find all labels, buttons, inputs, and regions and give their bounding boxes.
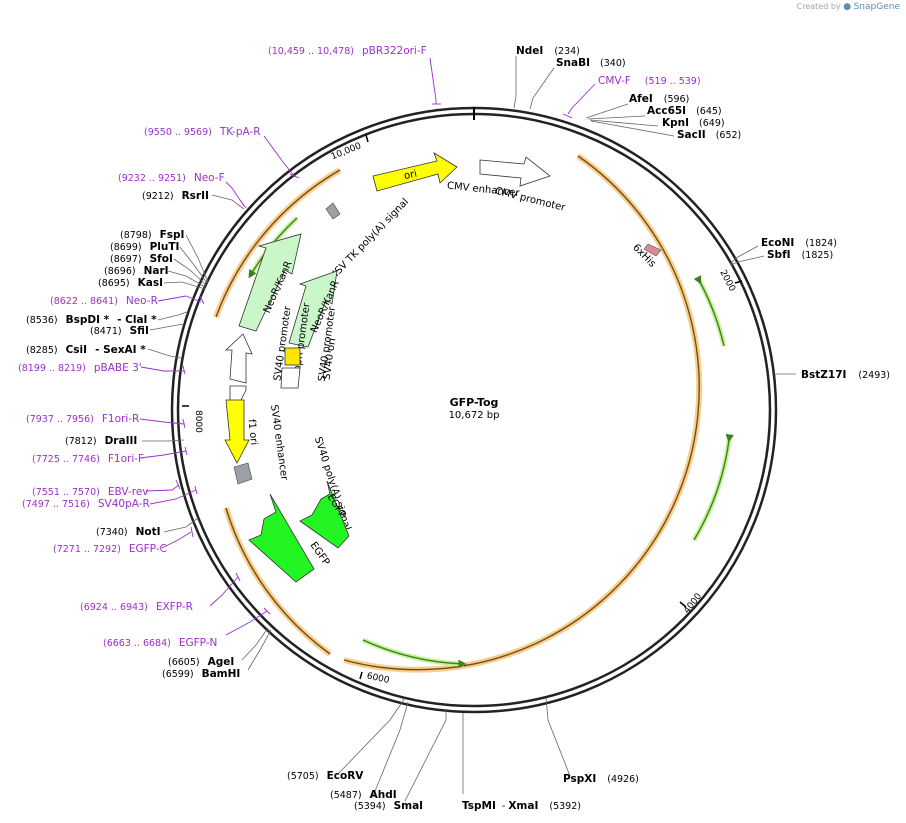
enzyme-noti[interactable]: (7340)NotI (96, 526, 161, 538)
tick-mark (734, 280, 743, 284)
enzyme-kpni[interactable]: KpnI(649) (662, 117, 725, 129)
sv40-enhancer-feature[interactable] (280, 367, 301, 389)
ori-feature-arrow[interactable] (372, 152, 458, 192)
sv40-ori-feature[interactable] (284, 347, 301, 366)
tick-mark (365, 134, 369, 143)
tick-label-2000: 2000 (717, 268, 737, 293)
ori-feature-label: ori (403, 169, 418, 182)
primer-cmv-f[interactable]: CMV-F(519 .. 539) (598, 75, 701, 87)
primer-egfp-n[interactable]: (6663 .. 6684)EGFP-N (103, 637, 217, 649)
sv40-polya-feature[interactable] (233, 462, 253, 485)
snapgene-brand: Created by ● SnapGene (797, 2, 900, 12)
primer-egfp-c[interactable]: (7271 .. 7292)EGFP-C (53, 543, 167, 555)
orf-arc-lower-left-line (225, 507, 331, 655)
primer-neo-r[interactable]: (8622 .. 8641)Neo-R (50, 295, 158, 307)
enzyme-csii-sexai[interactable]: (8285)CsiI- SexAI * (26, 344, 146, 356)
orf-arc-main-glow (343, 153, 703, 673)
primer-pbr322ori-f[interactable]: (10,459 .. 10,478)pBR322ori-F (268, 45, 427, 57)
tick-label-8000: 8000 (193, 410, 203, 433)
enzyme-pspxi[interactable]: PspXI(4926) (563, 773, 639, 785)
primer-leader-lines (139, 57, 596, 636)
hsv-tk-polya-feature[interactable] (325, 202, 341, 220)
neokanr-inner-feature-arrow[interactable] (288, 270, 338, 348)
egfp-outer-feature-arrow[interactable] (248, 493, 315, 583)
sv40-enhancer-label: SV40 enhancer (268, 404, 290, 482)
enzyme-snabi[interactable]: SnaBI(340) (556, 57, 626, 69)
enzyme-bstz17i[interactable]: BstZ17I(2493) (801, 369, 890, 381)
enzyme-kasi[interactable]: (8695)KasI (98, 277, 163, 289)
orf-arc-green-2-glow (691, 439, 732, 542)
brand-created-by: Created by (796, 2, 841, 11)
enzyme-sfii[interactable]: (8471)SfiI (90, 325, 149, 337)
enzyme-tspmi-xmai[interactable]: TspMI-XmaI(5392) (462, 800, 581, 812)
enzyme-acc65i[interactable]: Acc65I(645) (647, 105, 722, 117)
enzyme-leader-lines (142, 56, 796, 802)
enzyme-agei[interactable]: (6605)AgeI (168, 656, 234, 668)
orf-arc-upper-left-line (215, 169, 341, 318)
plasmid-size: 10,672 bp (449, 410, 500, 421)
f1-ori-label: f1 ori (246, 419, 260, 446)
enzyme-bspdi-clai[interactable]: (8536)BspDI *- ClaI * (26, 314, 157, 326)
enzyme-rsrii[interactable]: (9212)RsrII (142, 190, 209, 202)
sv40-promoter-feature-arrow[interactable] (224, 333, 253, 384)
enzyme-fspi[interactable]: (8798)FspI (120, 229, 184, 241)
enzyme-ecorv[interactable]: (5705)EcoRV (287, 770, 364, 782)
tick-label-6000: 6000 (366, 671, 391, 686)
orf-arc-green-2-line (693, 433, 734, 541)
enzyme-smai[interactable]: (5394)SmaI (354, 800, 423, 812)
enzyme-nari[interactable]: (8696)NarI (104, 265, 169, 277)
orf-arcs (213, 153, 734, 673)
primer-tk-pa-r[interactable]: (9550 .. 9569)TK-pA-R (144, 126, 261, 138)
enzyme-sacii[interactable]: SacII(652) (677, 129, 741, 141)
enzyme-afei[interactable]: AfeI(596) (629, 93, 689, 105)
enzyme-econi[interactable]: EcoNI(1824) (761, 237, 837, 249)
primer-pbabe3[interactable]: (8199 .. 8219)pBABE 3' (18, 362, 142, 374)
tick-mark (359, 671, 363, 680)
primer-exfp-r[interactable]: (6924 .. 6943)EXFP-R (80, 601, 193, 613)
snapgene-logo-icon: ● (843, 2, 852, 12)
primer-neo-f[interactable]: (9232 .. 9251)Neo-F (118, 172, 225, 184)
enzyme-sbfi[interactable]: SbfI(1825) (767, 249, 833, 261)
orf-arc-green-1-line (693, 275, 725, 347)
primer-sv40pa-r[interactable]: (7497 .. 7516)SV40pA-R (22, 498, 150, 510)
egfp-inner-feature-arrow[interactable] (299, 480, 350, 549)
brand-app-name: SnapGene (853, 2, 900, 12)
neokanr-outer-feature-arrow[interactable] (238, 233, 302, 332)
plasmid-name: GFP-Tog (450, 396, 499, 409)
enzyme-ahdi[interactable]: (5487)AhdI (330, 789, 397, 801)
enzyme-pluti[interactable]: (8699)PluTI (110, 241, 179, 253)
orf-arc-green-3-glow (361, 637, 465, 667)
tick-mark (679, 601, 687, 608)
tick-label-10000: 10,000 (330, 141, 363, 162)
orf-arc-green-3-line (362, 639, 467, 668)
orf-arc-green-1-glow (697, 280, 727, 347)
his-tag-feature[interactable] (643, 243, 662, 257)
cmv-promoter-label: CMV promoter (494, 186, 567, 214)
primer-f1ori-r[interactable]: (7937 .. 7956)F1ori-R (26, 413, 139, 425)
cmv-enhancer-feature-arrow[interactable] (479, 156, 551, 187)
tick-label-4000: 4000 (682, 591, 704, 615)
primer-ebv-rev[interactable]: (7551 .. 7570)EBV-rev (32, 486, 149, 498)
enzyme-labels: NdeI(234) SnaBI(340) AfeI(596) Acc65I(64… (26, 45, 890, 812)
enzyme-draiii[interactable]: (7812)DraIII (65, 435, 137, 447)
enzyme-bamhi[interactable]: (6599)BamHI (162, 668, 240, 680)
ampr-promoter-feature-arrow[interactable] (229, 385, 247, 403)
primer-labels: (10,459 .. 10,478)pBR322ori-F CMV-F(519 … (18, 45, 701, 649)
primer-f1ori-f[interactable]: (7725 .. 7746)F1ori-F (32, 453, 144, 465)
f1-ori-feature-arrow[interactable] (224, 399, 250, 464)
enzyme-ndei[interactable]: NdeI(234) (516, 45, 580, 57)
features: ori CMV enhancer CMV promoter 6xHis HSV … (224, 152, 662, 583)
hsv-tk-polya-label: HSV TK poly(A) signal (328, 197, 411, 283)
orf-arc-main-line (343, 155, 700, 671)
enzyme-sfoi[interactable]: (8697)SfoI (110, 253, 173, 265)
